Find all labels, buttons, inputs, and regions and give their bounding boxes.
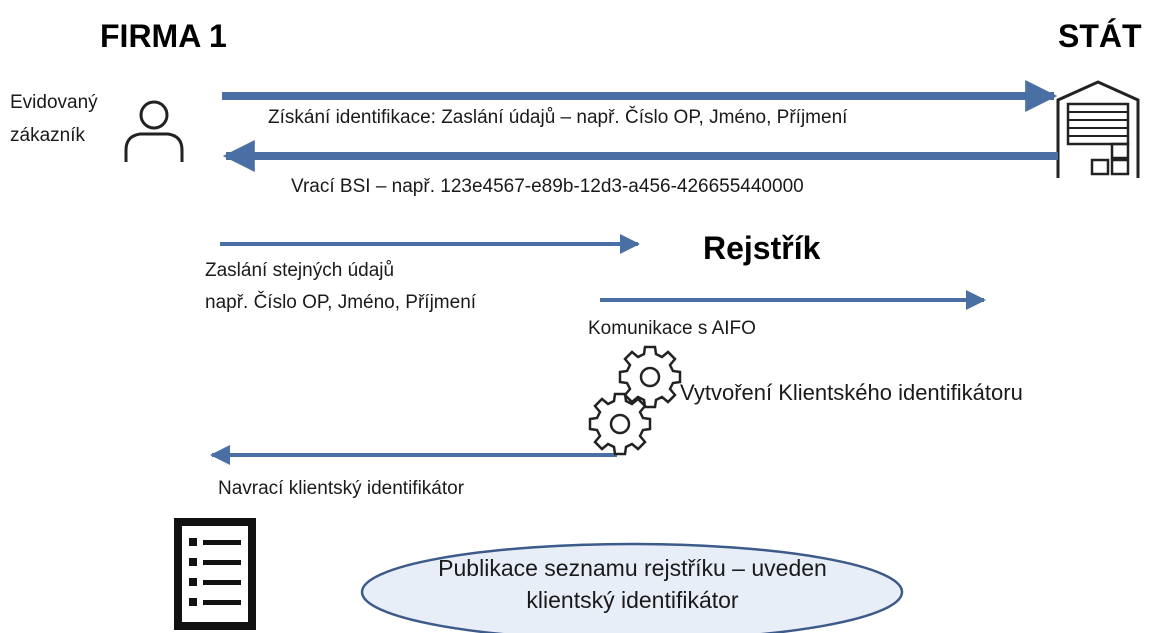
aifo-communication-label: Komunikace s AIFO (588, 318, 756, 339)
publication-text: Publikace seznamu rejstříku – uveden kli… (360, 552, 905, 632)
send-same-data-line2: např. Číslo OP, Jméno, Příjmení (205, 292, 477, 313)
title-stat: STÁT (1058, 18, 1142, 54)
gear-icon (588, 392, 652, 456)
customer-label-line2: zákazník (10, 125, 85, 146)
person-outline-icon (124, 100, 184, 162)
warehouse-icon (1056, 80, 1140, 178)
checklist-document-icon (174, 518, 256, 630)
request-identification-label: Získání identifikace: Zaslání údajů – na… (268, 107, 848, 128)
return-client-id-label: Navrací klientský identifikátor (218, 478, 465, 499)
publication-line2: klientský identifikátor (526, 587, 739, 613)
gear-icon (618, 345, 682, 409)
send-same-data-line1: Zaslání stejných údajů (205, 260, 395, 281)
publication-oval (360, 542, 904, 633)
customer-label-line1: Evidovaný (10, 92, 98, 113)
title-firma: FIRMA 1 (100, 18, 227, 54)
title-registry: Rejstřík (703, 230, 821, 266)
publication-line1: Publikace seznamu rejstříku – uveden (438, 555, 827, 581)
returns-bsi-label: Vrací BSI – např. 123e4567-e89b-12d3-a45… (291, 176, 804, 197)
create-client-id-label: Vytvoření Klientského identifikátoru (680, 380, 1023, 405)
